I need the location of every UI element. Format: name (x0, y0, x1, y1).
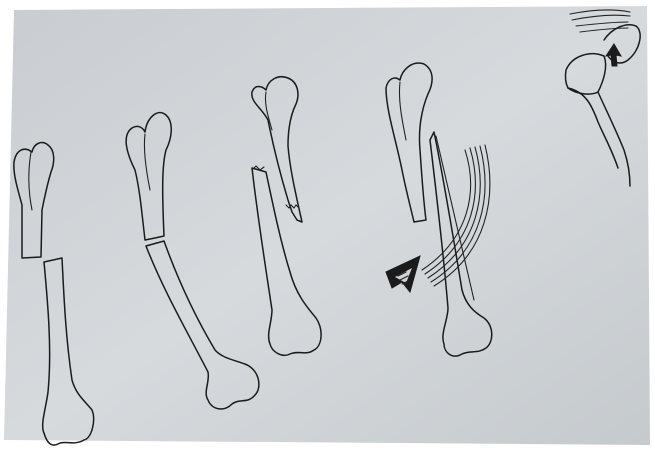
paper-sheet (4, 6, 650, 445)
